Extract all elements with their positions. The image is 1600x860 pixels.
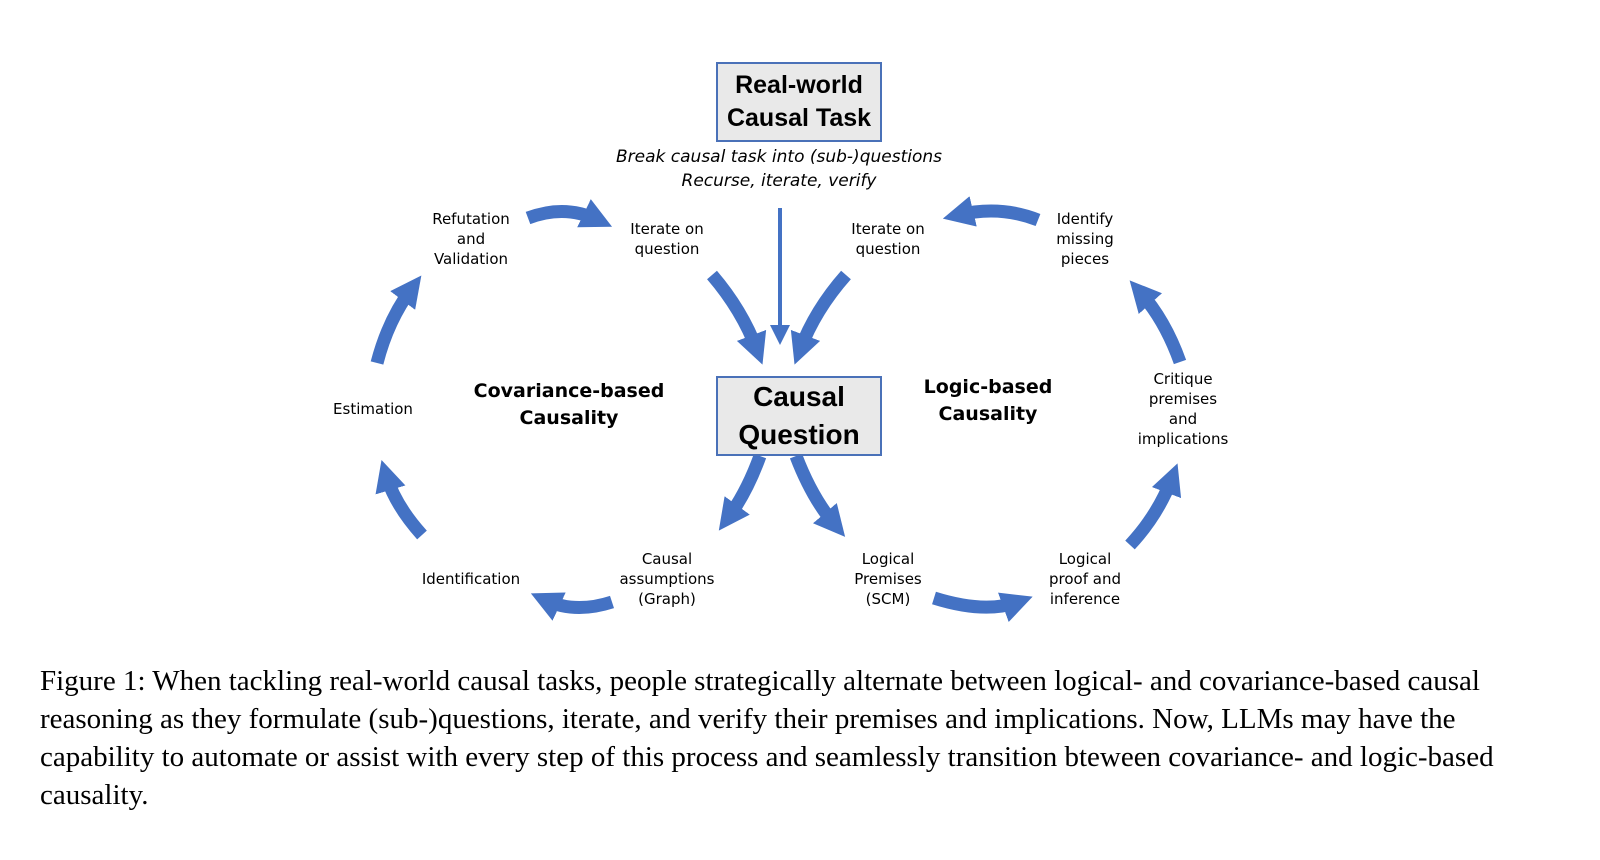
arrow-question-to-assumptions <box>718 453 767 531</box>
refutation-label: Refutation and Validation <box>432 210 510 268</box>
arrow-estimation-to-refutation <box>370 275 422 365</box>
arrow-premises-to-proof <box>932 591 1033 622</box>
figure-caption: Figure 1: When tackling real-world causa… <box>40 665 1494 811</box>
critique-label: Critique premises and implications <box>1137 370 1229 448</box>
causal-reasoning-diagram: Real-world Causal Task Break causal task… <box>333 62 1229 622</box>
recurse-note: Recurse, iterate, verify <box>681 171 877 191</box>
arrow-refutation-to-iterate <box>525 199 613 228</box>
arrow-iterate-to-question-left <box>707 270 767 365</box>
logic-region-label: Logic-based Causality <box>923 376 1053 425</box>
arrow-assumptions-to-identification <box>530 592 615 621</box>
arrow-identification-to-estimation <box>375 460 427 540</box>
causal-question-label: Causal Question <box>738 381 860 450</box>
causal-question-box: Causal Question <box>716 376 882 456</box>
arrow-question-to-premises <box>789 453 846 537</box>
arrow-identify-to-iterate <box>942 196 1041 227</box>
causal-assumptions-label: Causal assumptions (Graph) <box>619 550 715 608</box>
iterate-question-left-label: Iterate on question <box>630 220 704 258</box>
arrow-proof-to-critique <box>1125 463 1182 550</box>
identification-label: Identification <box>421 570 521 588</box>
arrow-layer <box>370 196 1187 622</box>
arrow-critique-to-identify <box>1129 280 1187 365</box>
logical-proof-label: Logical proof and inference <box>1049 550 1121 608</box>
logical-premises-label: Logical Premises (SCM) <box>854 550 922 608</box>
decompose-note: Break causal task into (sub-)questions <box>616 147 942 167</box>
covariance-region-label: Covariance-based Causality <box>473 380 665 429</box>
estimation-label: Estimation <box>333 400 413 418</box>
arrow-iterate-to-question-right <box>790 270 851 365</box>
identify-missing-label: Identify missing pieces <box>1056 210 1114 268</box>
iterate-question-right-label: Iterate on question <box>851 220 925 258</box>
real-world-task-label: Real-world Causal Task <box>726 71 872 132</box>
real-world-task-box: Real-world Causal Task <box>716 62 882 142</box>
